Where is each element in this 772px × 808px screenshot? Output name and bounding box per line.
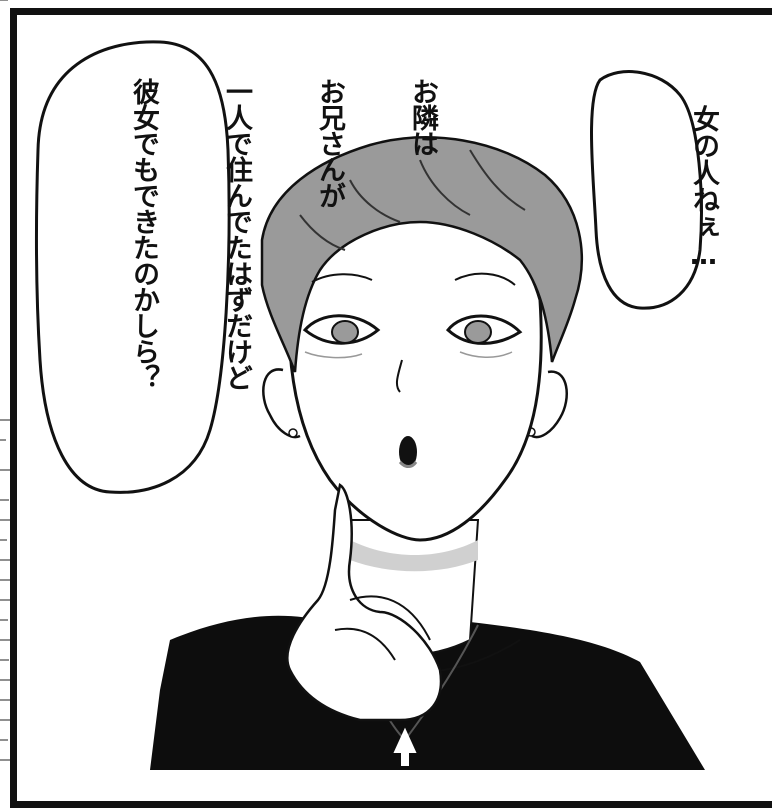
speech-bubble-left	[34, 40, 231, 494]
speech-bubbles	[34, 40, 703, 494]
right-ear	[531, 370, 568, 439]
speech-text-right: 女の人ねぇ…	[623, 105, 772, 305]
character-illustration	[150, 136, 705, 770]
speech-bubble-right	[590, 70, 703, 310]
nose	[395, 359, 403, 393]
speech-line: 女の人ねぇ…	[688, 105, 719, 271]
speech-line: 一人で住んでたはずだけど	[221, 78, 252, 390]
speech-line: 彼女でもできたのかしら？	[128, 78, 159, 390]
left-eyebrow	[311, 273, 373, 283]
short-hair	[260, 136, 583, 373]
speech-line: お隣は	[407, 78, 438, 156]
mouth	[399, 436, 417, 468]
speech-line: お兄さんが	[314, 78, 345, 208]
speech-text-left: お隣は お兄さんが 一人で住んでたはずだけど 彼女でもできたのかしら？	[66, 78, 500, 478]
raised-hand	[286, 482, 443, 722]
speed-lines-strip	[0, 0, 11, 761]
right-eyebrow	[454, 272, 516, 286]
